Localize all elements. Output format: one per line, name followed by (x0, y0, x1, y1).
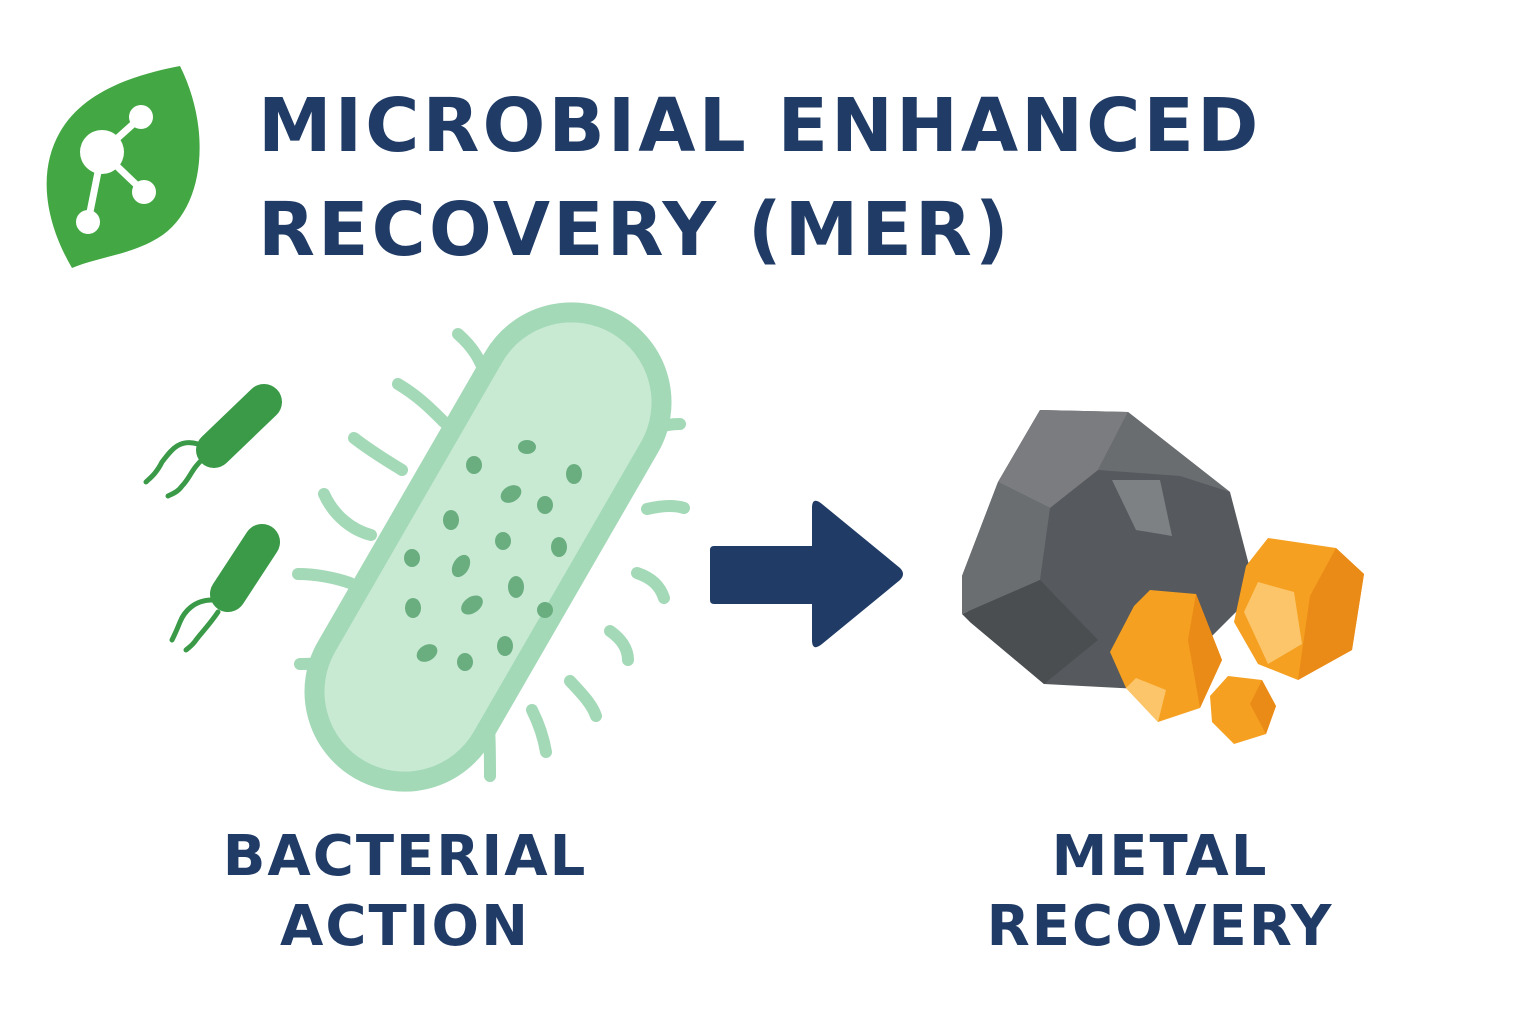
metal-nuggets-icon (1110, 538, 1364, 744)
title-line-1: MICROBIAL ENHANCED (258, 83, 1262, 169)
leaf-molecule-icon (46, 66, 200, 268)
arrow-right-icon (710, 500, 903, 648)
title-line-2: RECOVERY (MER) (258, 187, 1012, 273)
small-bacterium-top (143, 384, 282, 499)
metal-recovery-label: METAL RECOVERY (986, 824, 1334, 959)
page-title: MICROBIAL ENHANCED RECOVERY (MER) (258, 74, 1261, 282)
small-bacterium-bottom (169, 524, 280, 653)
bacterium-icon (292, 302, 690, 792)
bacterial-action-label: BACTERIAL ACTION (222, 824, 588, 959)
